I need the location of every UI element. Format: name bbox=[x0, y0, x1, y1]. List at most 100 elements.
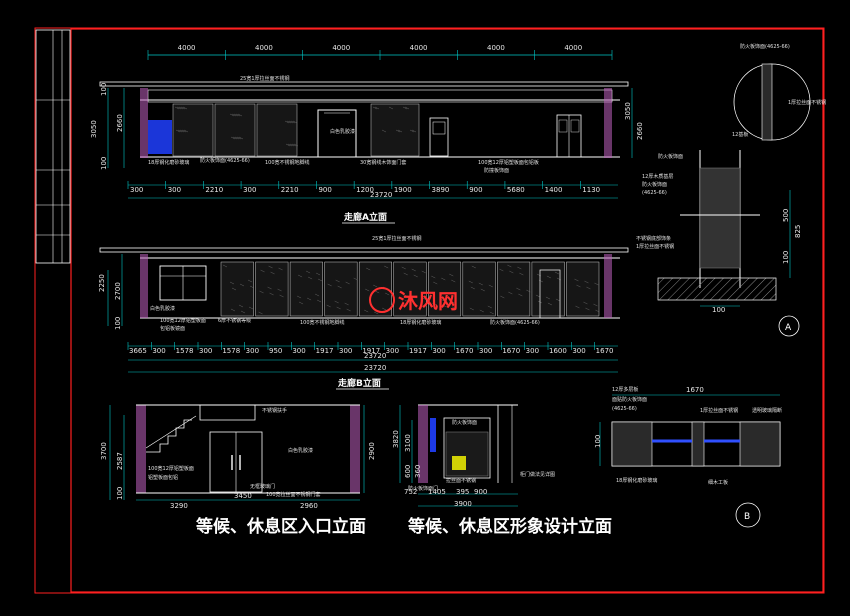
marble-panel bbox=[370, 103, 420, 157]
image-wall-callout-3: 防火板饰面门 bbox=[408, 485, 438, 492]
elev-a-bottom-dim: 3890 bbox=[432, 186, 450, 194]
outer-frame bbox=[34, 27, 825, 594]
elev-a-top-dim: 4000 bbox=[410, 44, 428, 52]
elev-a-left-dim-1: 100 bbox=[100, 83, 108, 96]
elev-b-bottom-dim: 1600 bbox=[549, 347, 567, 355]
elev-b-bottom-dim: 1670 bbox=[596, 347, 614, 355]
elev-b-room-label: 白色乳胶漆 bbox=[150, 305, 175, 312]
elev-b-callout-1: 25宽1厚拉丝面不锈钢 bbox=[372, 235, 422, 242]
elev-b-bottom-dim: 300 bbox=[339, 347, 352, 355]
detail-a-callout-3: 12基板 bbox=[732, 131, 748, 138]
detail-b-marker: B bbox=[744, 512, 750, 522]
entrance-left-dim-3: 100 bbox=[116, 487, 124, 500]
image-wall-callout-1: 防火板饰面 bbox=[452, 419, 477, 426]
elev-a-callout-3: 防火板饰面(4625-66) bbox=[200, 157, 250, 164]
elev-a-bottom-dim: 900 bbox=[318, 186, 331, 194]
image-wall-elevation bbox=[399, 404, 518, 507]
image-wall-dim-4: 360 bbox=[414, 465, 422, 478]
detail-a-callout-6: 防火板饰面 bbox=[642, 181, 667, 188]
image-wall-callout-4: 柜门做法见详图 bbox=[520, 471, 555, 478]
entrance-title: 等候、休息区入口立面 bbox=[196, 516, 366, 537]
detail-b-callout-3: (4625-66) bbox=[612, 406, 637, 412]
detail-b-callout-6: 18厚钢化磨砂玻璃 bbox=[616, 477, 657, 484]
elev-b-bottom-dim: 1670 bbox=[456, 347, 474, 355]
elev-b-bottom-dim: 1578 bbox=[176, 347, 194, 355]
elev-b-left-dim-2: 2700 bbox=[114, 282, 122, 300]
elev-a-left-dim-3: 2660 bbox=[116, 114, 124, 132]
elev-b-bottom-dim: 300 bbox=[386, 347, 399, 355]
entrance-callout-6: 100宽拉丝面不锈钢门套 bbox=[266, 491, 321, 498]
elev-b-bottom-dim: 1917 bbox=[362, 347, 380, 355]
entrance-bottom-dim-1: 3290 bbox=[170, 502, 188, 510]
elev-b-bottom-dim: 950 bbox=[269, 347, 282, 355]
elev-a-top-dim: 4000 bbox=[178, 44, 196, 52]
elev-a-callout-5: 30宽钢线木饰面门套 bbox=[360, 159, 406, 166]
marble-panel bbox=[393, 261, 427, 317]
image-wall-callout-2: 拉丝面不锈钢 bbox=[446, 477, 476, 484]
elev-a-room-label: 白色乳胶漆 bbox=[330, 128, 355, 135]
elev-a-bottom-dim: 300 bbox=[130, 186, 143, 194]
marble-panel bbox=[214, 103, 256, 157]
elev-b-bottom-dim: 300 bbox=[432, 347, 445, 355]
marble-panel bbox=[324, 261, 358, 317]
elev-b-left-dim-1: 2250 bbox=[98, 274, 106, 292]
watermark-text: 沐风网 bbox=[398, 289, 458, 313]
detail-a-callout-7: (4625-66) bbox=[642, 190, 667, 196]
detail-a-marker: A bbox=[785, 323, 792, 333]
elev-a-right-dim-1: 3050 bbox=[624, 102, 632, 120]
detail-a-callout-8: 不锈钢底部饰条 bbox=[636, 235, 671, 242]
elev-a-bottom-dim: 900 bbox=[469, 186, 482, 194]
detail-a-dim-1: 500 bbox=[782, 209, 790, 222]
elev-a-total: 23720 bbox=[370, 191, 392, 199]
marble-panel bbox=[531, 261, 565, 317]
elev-a-left-dim-4: 100 bbox=[100, 157, 108, 170]
elev-a-bottom-dim: 2210 bbox=[205, 186, 223, 194]
elev-b-callout-3: 包铝板镜面 bbox=[160, 325, 185, 332]
elev-a-bottom-dim: 2210 bbox=[281, 186, 299, 194]
elev-a-bottom-dim: 1130 bbox=[582, 186, 600, 194]
detail-a-callout-2: 1厚拉丝面不锈钢 bbox=[788, 99, 826, 106]
elev-a-top-dim: 4000 bbox=[255, 44, 273, 52]
entrance-bottom-dim-2: 3450 bbox=[234, 492, 252, 500]
elev-a-left-dim-5: 3050 bbox=[90, 120, 98, 138]
elev-b-left-dim-3: 100 bbox=[114, 317, 122, 330]
elev-b-bottom-dim: 3665 bbox=[129, 347, 147, 355]
title-block bbox=[35, 29, 71, 264]
elev-b-bottom-dim: 300 bbox=[292, 347, 305, 355]
image-wall-bottom-2: 1405 bbox=[428, 488, 446, 496]
watermark: 沐风网 bbox=[369, 287, 458, 313]
elev-a-callout-2: 18厚钢化磨砂玻璃 bbox=[148, 159, 189, 166]
image-wall-bottom-1: 752 bbox=[404, 488, 417, 496]
elev-a-bottom-dim: 5680 bbox=[507, 186, 525, 194]
elev-b-callout-2: 100宽12厚铝塑板面 bbox=[160, 317, 206, 324]
elev-a-callout-1: 25宽1厚拉丝面不锈钢 bbox=[240, 75, 290, 82]
elev-b-bottom-dim: 300 bbox=[246, 347, 259, 355]
detail-b-callout-1: 12厚多层板 bbox=[612, 386, 638, 393]
detail-b-callout-5: 透明玻璃隔断 bbox=[752, 407, 782, 414]
elev-b-bottom-dim: 300 bbox=[526, 347, 539, 355]
elev-b-bottom-dim: 300 bbox=[479, 347, 492, 355]
marble-panel bbox=[289, 261, 323, 317]
marble-panel bbox=[255, 261, 289, 317]
marble-panel bbox=[220, 261, 254, 317]
elev-b-bottom-dim: 300 bbox=[199, 347, 212, 355]
inner-frame bbox=[70, 28, 824, 593]
image-wall-dim-2: 3100 bbox=[404, 434, 412, 452]
elev-a-bottom-dim: 1900 bbox=[394, 186, 412, 194]
entrance-bottom-dim-3: 2960 bbox=[300, 502, 318, 510]
entrance-callout-4: 铝塑板面包铝 bbox=[148, 474, 178, 481]
elev-a-top-dim: 4000 bbox=[564, 44, 582, 52]
elev-a-title: 走廊A立面 bbox=[343, 211, 387, 223]
image-wall-bottom-3: 395 bbox=[456, 488, 469, 496]
entrance-callout-1: 不锈钢扶手 bbox=[262, 407, 287, 414]
entrance-elevation bbox=[109, 404, 365, 501]
elev-b-bottom-dim: 1917 bbox=[316, 347, 334, 355]
entrance-left-dim-2: 2587 bbox=[116, 452, 124, 470]
elev-a-callout-7: 防撞板饰面 bbox=[484, 167, 509, 174]
image-wall-total: 3900 bbox=[454, 500, 472, 508]
elev-b-total-1: 23720 bbox=[364, 352, 386, 360]
entrance-right-dim-1: 2900 bbox=[368, 442, 376, 460]
elev-a-bottom-dim: 300 bbox=[243, 186, 256, 194]
